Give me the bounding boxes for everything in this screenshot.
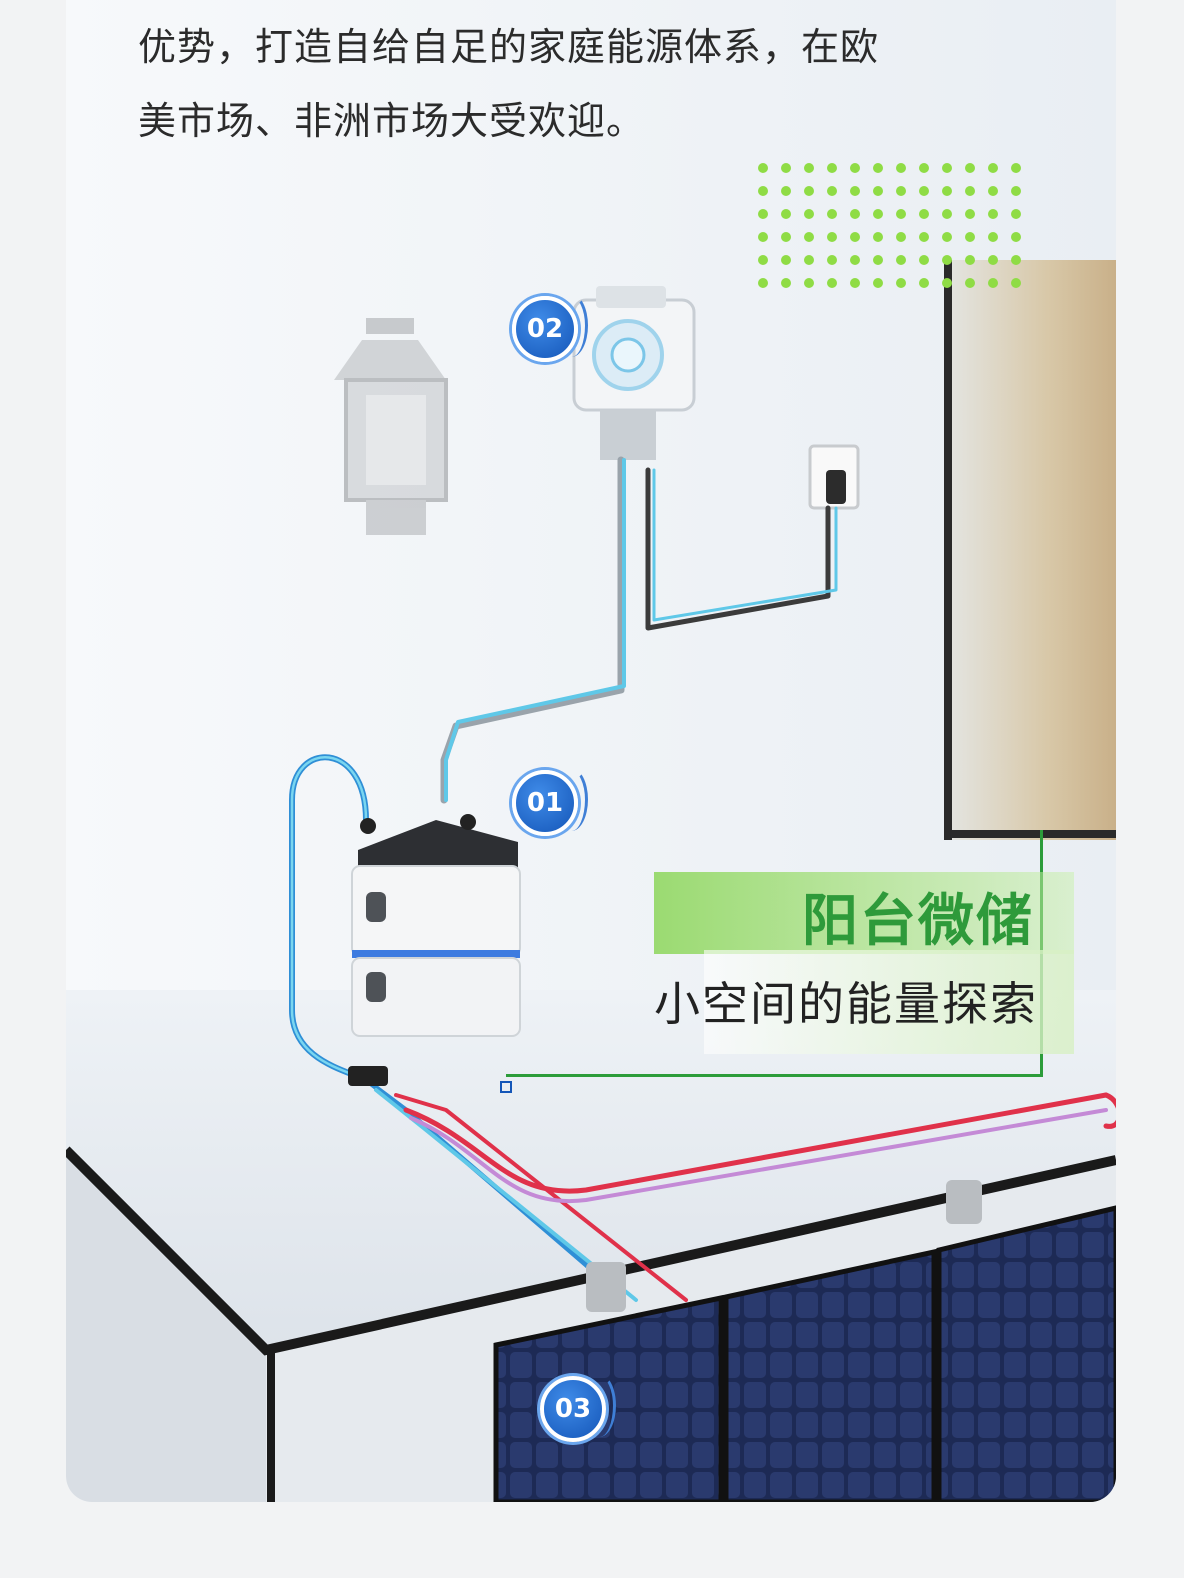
balcony-wall-side — [66, 1150, 266, 1502]
intro-line-2: 美市场、非洲市场大受欢迎。 — [138, 99, 646, 143]
product-illustration-card: 优势，打造自给自足的家庭能源体系，在欧 美市场、非洲市场大受欢迎。 — [66, 0, 1116, 1502]
solar-panels — [493, 1205, 1116, 1502]
rail-bracket — [946, 1180, 982, 1224]
cables — [289, 456, 1116, 1302]
caption-title: 阳台微储 — [802, 889, 1034, 954]
caption-subtitle: 小空间的能量探索 — [654, 977, 1038, 1031]
micro-inverter — [572, 286, 696, 460]
battery-storage-unit — [351, 814, 521, 1037]
caption-block: 阳台微储 小空间的能量探索 — [654, 870, 1074, 1060]
y-connector — [348, 1066, 388, 1086]
wall-lamp — [334, 318, 448, 535]
caption-frame-bottom — [506, 1074, 1042, 1077]
intro-line-1: 优势，打造自给自足的家庭能源体系，在欧 — [138, 25, 880, 69]
badge-03: 03 — [540, 1374, 616, 1442]
balcony-storage-scene — [66, 0, 1116, 1502]
marker-square — [500, 1081, 512, 1093]
balcony-window — [944, 260, 1116, 840]
intro-paragraph: 优势，打造自给自足的家庭能源体系，在欧 美市场、非洲市场大受欢迎。 — [138, 10, 1018, 158]
badge-02: 02 — [512, 294, 588, 362]
wall-outlet — [808, 444, 860, 510]
decorative-dot-grid — [758, 163, 1021, 288]
balcony-floor — [66, 990, 1116, 1350]
badge-01: 01 — [512, 768, 588, 836]
balcony-edge — [66, 1146, 1116, 1356]
rail-bracket — [586, 1262, 626, 1312]
